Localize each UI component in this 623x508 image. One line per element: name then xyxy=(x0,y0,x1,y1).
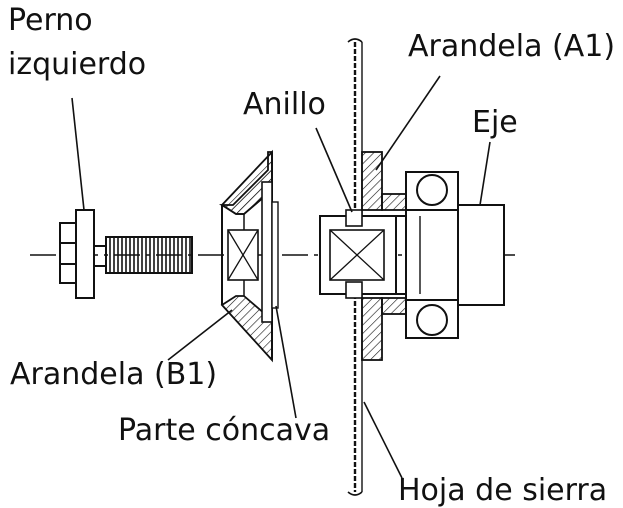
shaft xyxy=(396,171,505,339)
bearing-ball-top xyxy=(416,174,448,206)
leader-lines xyxy=(71,75,491,479)
label-concave-part: Parte cóncava xyxy=(118,413,331,448)
label-washer-a1: Arandela (A1) xyxy=(408,29,616,64)
bolt-head-hex xyxy=(59,222,77,284)
label-shaft: Eje xyxy=(472,105,518,140)
shaft-end xyxy=(457,204,505,306)
label-saw-blade: Hoja de sierra xyxy=(398,473,608,508)
leader-eje xyxy=(479,141,491,206)
leader-a1 xyxy=(375,75,441,171)
washer-b1 xyxy=(218,149,279,363)
leader-b1 xyxy=(167,309,233,361)
bolt-thread xyxy=(105,236,193,274)
label-left-bolt-line2: izquierdo xyxy=(8,47,147,82)
bearing-ball-bottom xyxy=(416,304,448,336)
leader-perno xyxy=(71,97,85,211)
left-bolt xyxy=(59,209,193,299)
washer-a1 xyxy=(361,151,407,361)
leader-hoja xyxy=(363,401,403,479)
label-ring: Anillo xyxy=(243,87,326,122)
ring xyxy=(319,209,397,299)
label-washer-b1: Arandela (B1) xyxy=(10,357,218,392)
label-left-bolt-line1: Perno xyxy=(8,3,93,38)
bolt-flange xyxy=(75,209,95,299)
leader-anillo xyxy=(315,127,353,213)
leader-concava xyxy=(275,305,297,419)
